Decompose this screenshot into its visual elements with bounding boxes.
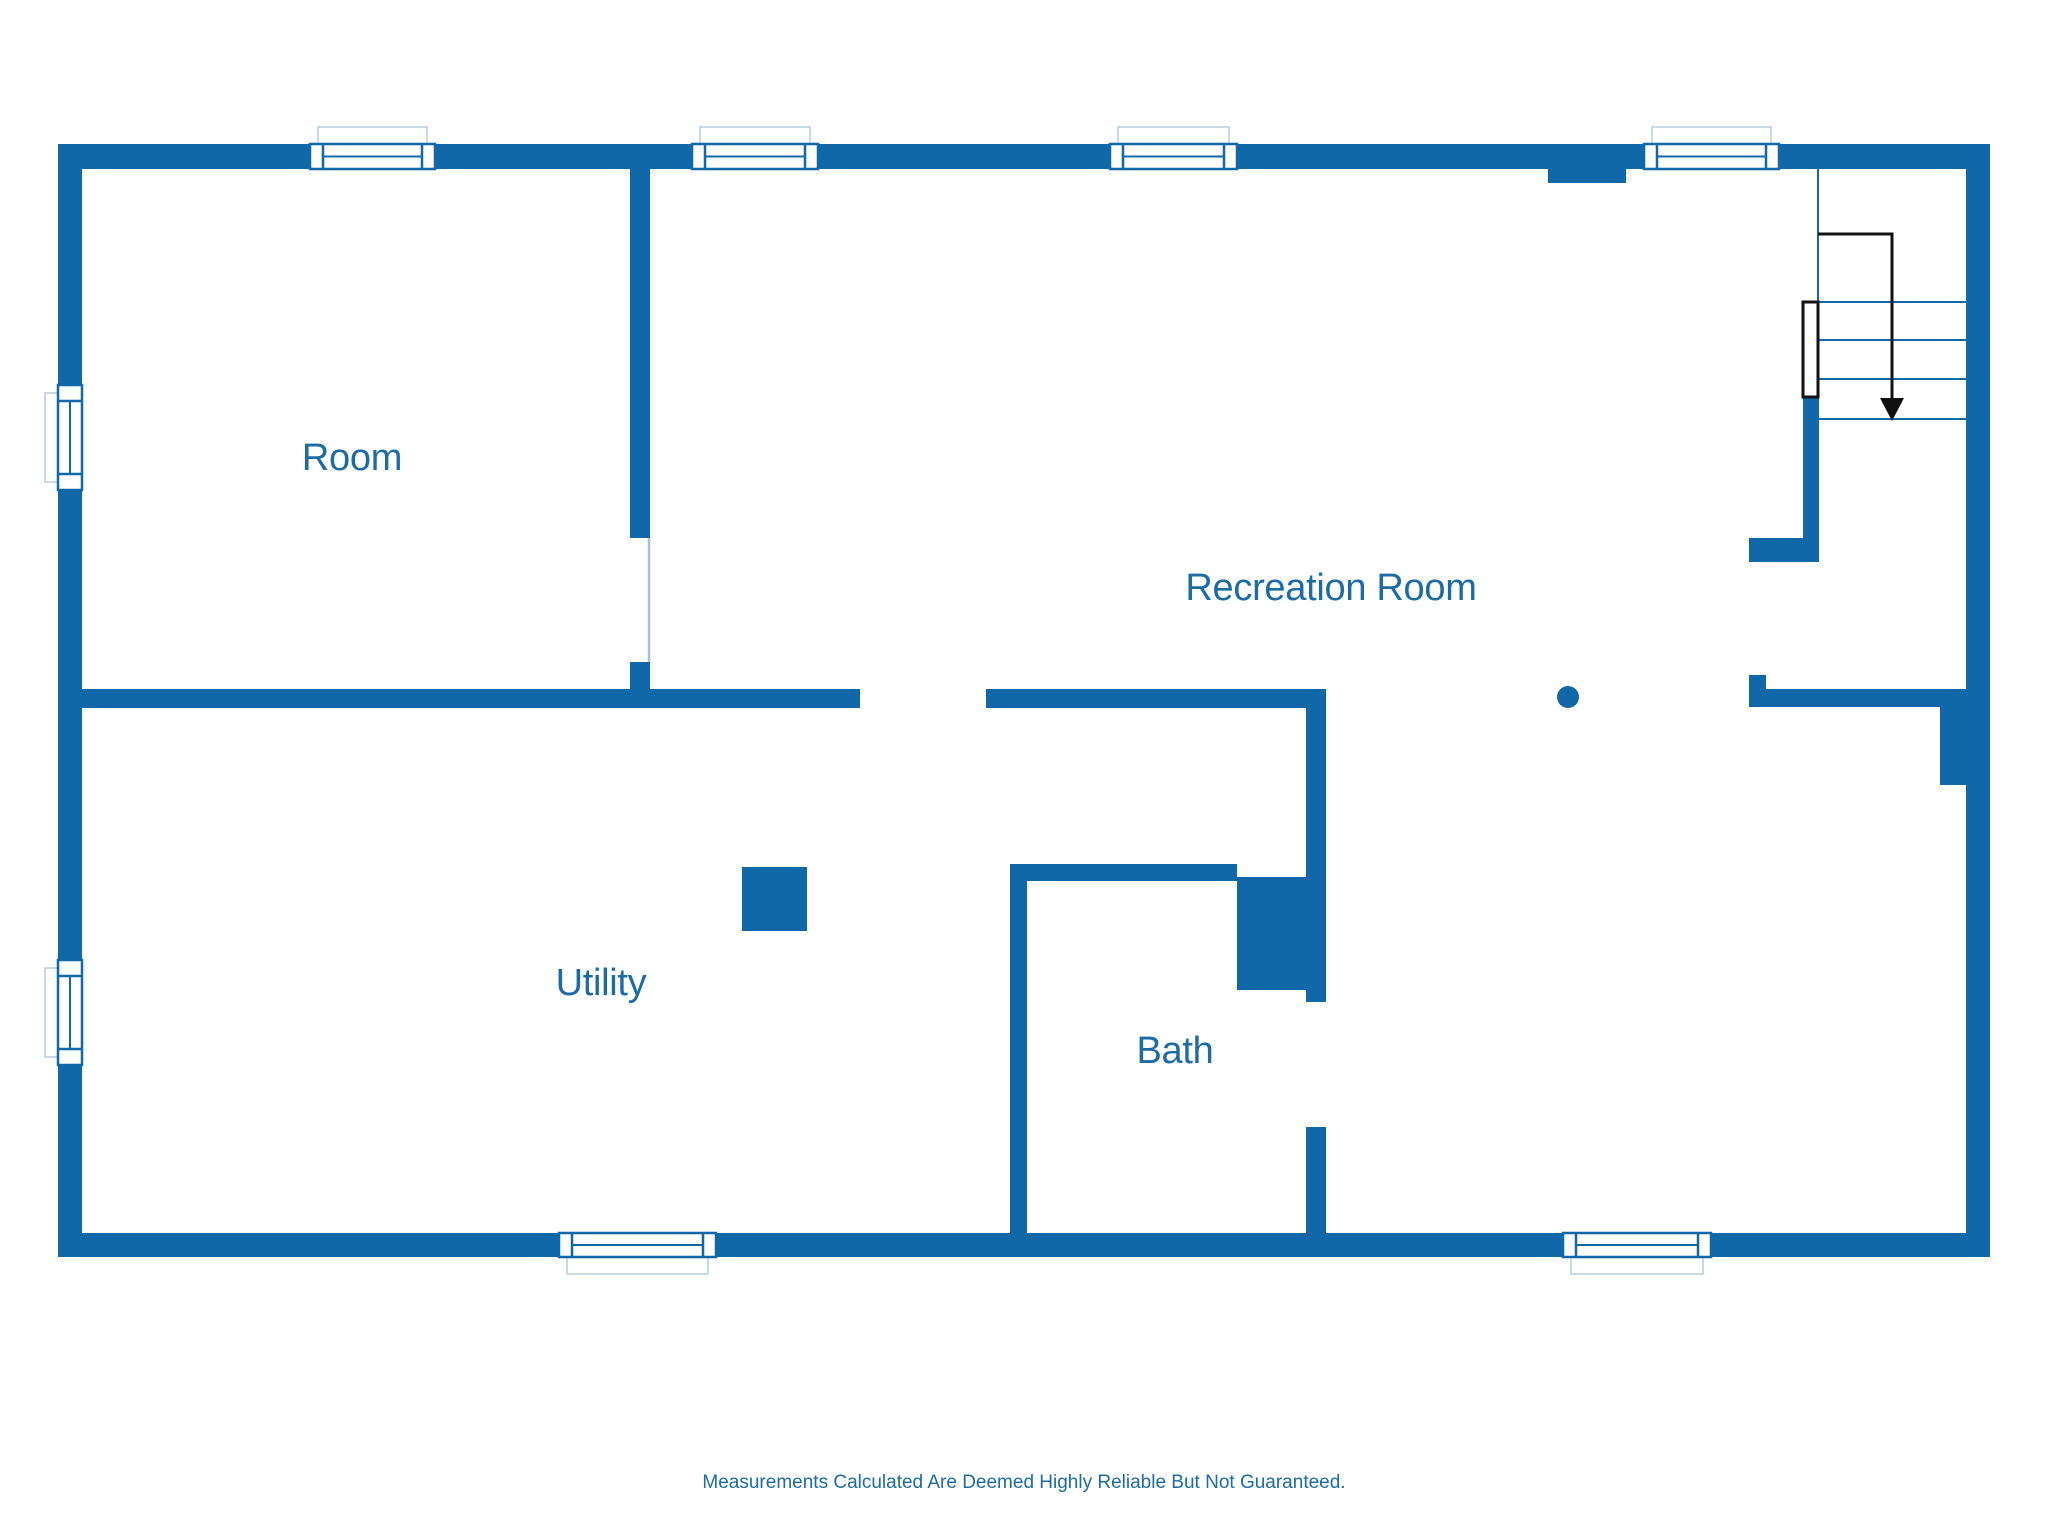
utility-post <box>742 867 807 931</box>
utility-top-wall-left <box>82 689 860 708</box>
room-label-room: Room <box>302 437 402 479</box>
window-bottom-1 <box>557 1231 718 1275</box>
closet-door-jamb <box>1749 675 1766 689</box>
room-label-recreation: Recreation Room <box>1185 567 1476 609</box>
window-top-1 <box>308 126 437 171</box>
window-top-2 <box>690 126 820 171</box>
room-label-bath: Bath <box>1137 1030 1214 1072</box>
closet-top-wall <box>1749 538 1819 562</box>
window-top-3 <box>1108 126 1239 171</box>
window-left-2 <box>44 958 84 1067</box>
window-bottom-2 <box>1561 1231 1713 1275</box>
stairs-down-arrowhead-icon <box>1880 398 1904 421</box>
top-wall-stub <box>1548 169 1626 183</box>
room-divider-wall <box>630 169 650 538</box>
bath-chimney-tail <box>1306 990 1326 1002</box>
bath-chimney-block <box>1237 877 1326 990</box>
outer-wall-left <box>58 144 82 1257</box>
room-label-utility: Utility <box>556 962 647 1004</box>
ceiling-fixture-dot-icon <box>1557 686 1579 708</box>
walls <box>58 144 1990 1257</box>
windows <box>44 126 1781 1275</box>
outer-wall-right <box>1966 144 1990 1257</box>
measurement-disclaimer: Measurements Calculated Are Deemed Highl… <box>702 1472 1346 1493</box>
bath-left-wall <box>1010 864 1027 1233</box>
utility-top-wall-right <box>986 689 1326 708</box>
window-top-4 <box>1642 126 1781 171</box>
room-door-stub <box>630 662 650 689</box>
stairs-down-arrow-icon <box>1818 232 1894 402</box>
bath-top-wall <box>1027 864 1237 881</box>
stair-side-wall <box>1803 397 1819 538</box>
center-divider-lower <box>1306 1127 1326 1233</box>
right-wall-notch <box>1940 703 1966 785</box>
window-left-1 <box>44 383 84 492</box>
right-section-wall <box>1749 689 1966 707</box>
stair-rail <box>1801 300 1820 399</box>
staircase <box>1801 169 1966 421</box>
